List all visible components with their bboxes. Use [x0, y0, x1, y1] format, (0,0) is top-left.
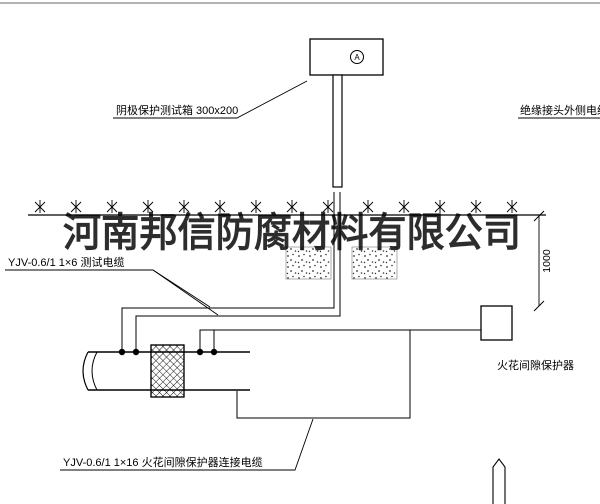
spark-gap-protector	[480, 305, 513, 341]
spark-cable-label: YJV-0.6/1 1×16 火花间隙保护器连接电缆	[63, 455, 263, 469]
test-box	[309, 38, 384, 76]
leader-spark-cable	[60, 418, 314, 471]
company-watermark: 河南邦信防腐材料有限公司	[63, 210, 521, 255]
ground-symbol	[34, 199, 46, 214]
joint-outer-cable-label: 绝缘接头外侧电缆	[520, 103, 600, 117]
leader-test-box	[113, 80, 308, 119]
conduit-riser-upper	[332, 74, 343, 188]
pipe-end-cap-outer	[82, 351, 89, 391]
spark-gap-protector-label: 火花间隙保护器	[497, 358, 574, 372]
test-cable-1	[121, 292, 335, 352]
insulating-joint-crosshatch	[150, 344, 185, 398]
leader-test-cable-2	[152, 269, 219, 316]
meter-circle-icon	[350, 50, 364, 64]
dimension-tick-bottom	[533, 300, 545, 312]
pipe-stub-icon	[492, 458, 506, 504]
spark-gap-cable-return	[236, 330, 411, 419]
spark-gap-cable-bus	[199, 329, 481, 352]
pipe-end-cap-inner	[91, 351, 98, 391]
concrete-block-right	[351, 246, 398, 280]
meter-symbol: A	[354, 53, 360, 62]
dimension-tick-top	[533, 210, 545, 222]
test-box-label: 阴极保护测试箱 300x200	[116, 103, 238, 117]
dimension-value: 1000	[541, 249, 553, 273]
concrete-block-left	[285, 246, 332, 280]
test-cable-label: YJV-0.6/1 1×6 测试电缆	[8, 256, 124, 269]
test-cable-2	[135, 292, 341, 352]
